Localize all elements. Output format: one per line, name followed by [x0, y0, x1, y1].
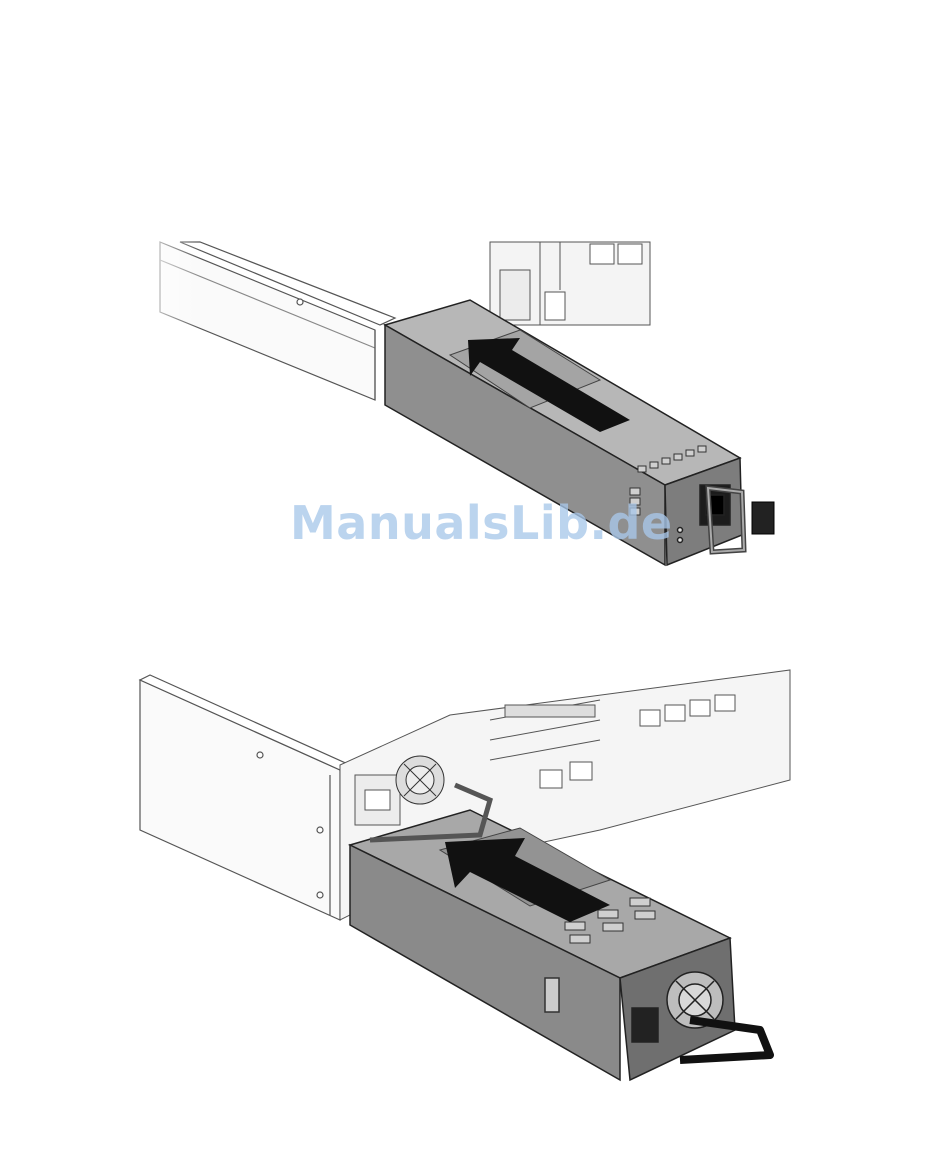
- figure-bottom: [0, 660, 950, 1100]
- chassis-rear-bays: [490, 242, 650, 325]
- power-supply-insertion-illustration-2: [0, 660, 950, 1100]
- power-supply-unit: [350, 810, 735, 1080]
- watermark-text: ManualsLib.de: [290, 496, 673, 550]
- release-latch: [752, 502, 774, 534]
- chassis-side-panel: [140, 675, 350, 920]
